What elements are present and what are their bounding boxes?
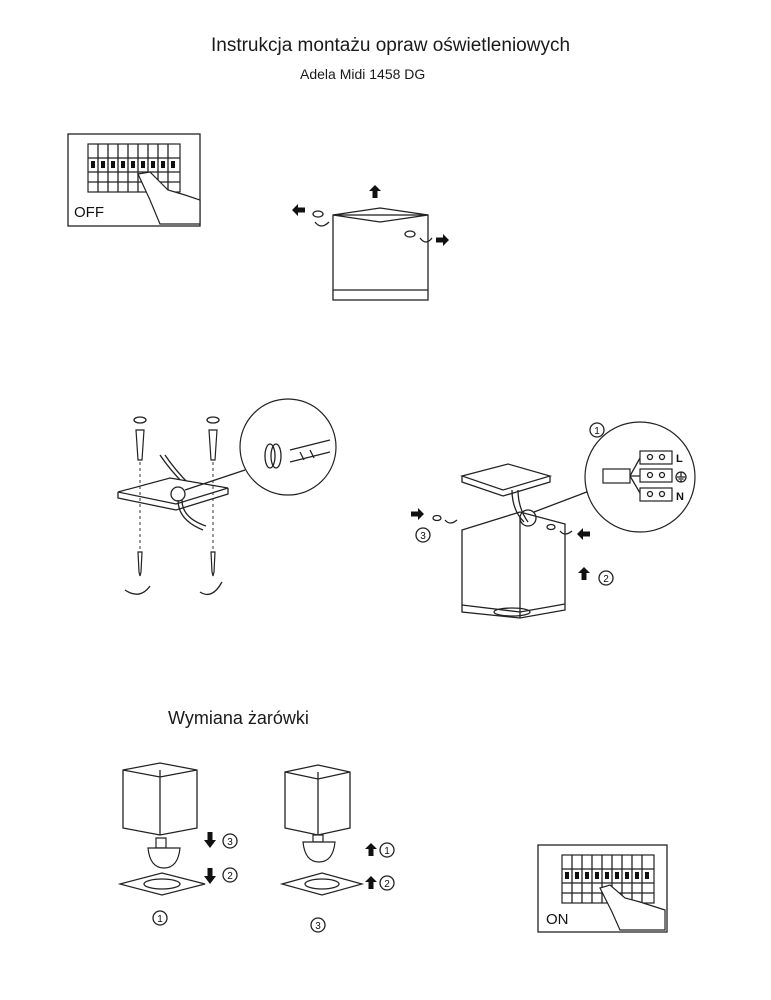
- ground-symbol-icon: [675, 471, 687, 483]
- screw-icon: [210, 551, 216, 577]
- power-on-panel: ON: [537, 844, 668, 933]
- off-label: OFF: [74, 204, 104, 221]
- step-number: 1: [157, 914, 163, 925]
- bulb-install-diagram: 1 2 3: [279, 764, 395, 933]
- live-label: L: [676, 453, 683, 465]
- screw-icon: [404, 230, 416, 238]
- on-label: ON: [546, 911, 569, 928]
- screw-icon: [137, 551, 143, 577]
- bulb-icon: [147, 847, 181, 869]
- neutral-label: N: [676, 491, 684, 503]
- hand-icon: [599, 884, 666, 931]
- rotate-arrow-icon: [199, 581, 223, 596]
- arrow-right-icon: [436, 234, 449, 246]
- wiring-diagram: L N 1 3 2: [411, 421, 696, 619]
- bulb-removal-diagram: 3 2 1: [117, 762, 238, 926]
- step-number: 2: [603, 574, 609, 585]
- step-number: 3: [227, 837, 233, 848]
- bulb-icon: [302, 841, 336, 863]
- step-number: 1: [384, 846, 390, 857]
- step-number: 2: [227, 871, 233, 882]
- rotate-arrow-icon: [124, 585, 151, 595]
- bulb-replacement-heading: Wymiana żarówki: [168, 708, 309, 728]
- wall-plug-icon: [208, 429, 218, 461]
- mounting-plate-diagram: [117, 398, 337, 596]
- wall-plug-icon: [135, 429, 145, 461]
- product-name: Adela Midi 1458 DG: [300, 66, 426, 82]
- step-number: 3: [420, 531, 426, 542]
- fixture-removal-diagram: [292, 185, 449, 301]
- step-number: 1: [594, 426, 600, 437]
- screw-icon: [312, 210, 324, 218]
- detail-magnifier: [239, 398, 337, 496]
- document-title: Instrukcja montażu opraw oświetleniowych: [210, 35, 571, 56]
- power-off-panel: OFF: [67, 133, 201, 227]
- step-number: 3: [315, 921, 321, 932]
- arrow-left-icon: [292, 204, 305, 216]
- arrow-up-icon: [369, 185, 381, 198]
- hand-icon: [137, 171, 201, 225]
- step-number: 2: [384, 879, 390, 890]
